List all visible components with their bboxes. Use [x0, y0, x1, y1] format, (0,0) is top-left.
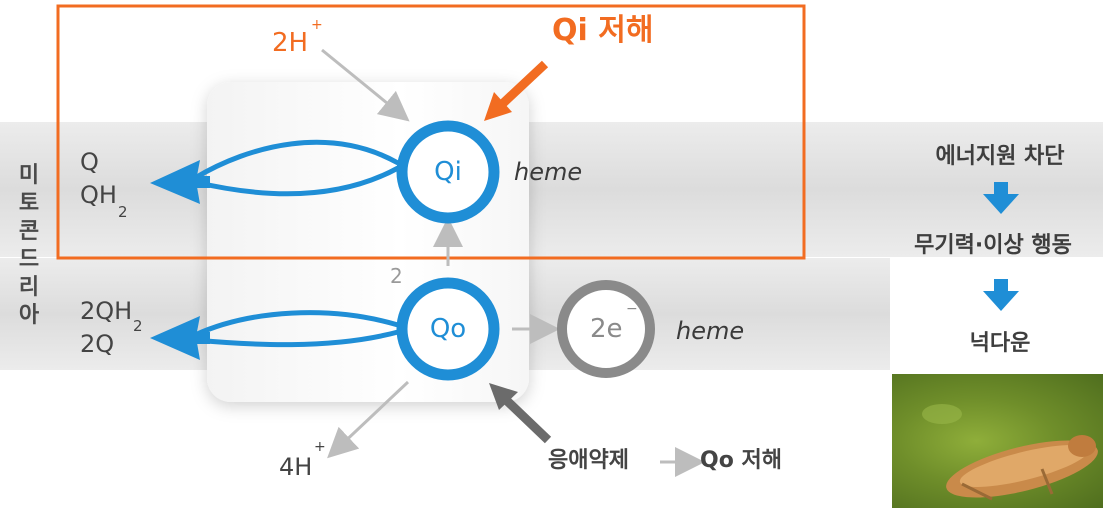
proton-out-sup: + — [314, 439, 326, 455]
qo-inhibitor-arrow — [499, 393, 552, 444]
qi-curve-upper — [193, 139, 400, 181]
output-qh2-sub: 2 — [118, 203, 128, 221]
qo-heme-label: heme — [676, 317, 745, 345]
proton-in-sup: + — [311, 17, 323, 33]
side-label-char: 미 — [18, 163, 40, 188]
qi-curve-lower — [194, 165, 400, 197]
effect-energy-block: 에너지원 차단 — [935, 144, 1065, 169]
side-label-char: 콘 — [18, 219, 40, 244]
qi-inhibition-title: Qi 저해 — [552, 13, 654, 48]
proton-in-label: 2H — [272, 28, 309, 58]
proton-out-arrow — [327, 380, 410, 459]
down-arrow-icon — [983, 182, 1019, 214]
proton-in-arrow — [321, 48, 410, 122]
qi-site-ring — [396, 120, 500, 224]
qo-out-arrow-icon — [150, 316, 200, 360]
output-qh2-label: QH — [80, 181, 117, 209]
qo-inhibitor-arrowhead-icon — [489, 383, 518, 410]
qo-site-ring — [396, 277, 500, 381]
effect-knockdown: 넉다운 — [969, 331, 1031, 356]
qo-inhibition-label: Qo 저해 — [700, 448, 782, 473]
heme-bl-ring — [557, 280, 655, 378]
proton-out-label: 4H — [279, 453, 313, 481]
qo-curve-lower — [194, 329, 399, 348]
down-arrow-icon — [983, 279, 1019, 311]
effect-abnormal-behavior: 무기력·이상 행동 — [914, 233, 1072, 258]
input-2qh2-sub: 2 — [133, 317, 143, 335]
electrons-sup: − — [626, 301, 638, 317]
electrons-label: 2e — [590, 314, 623, 344]
input-2qh2-label: 2QH — [80, 297, 133, 325]
qi-site-label: Qi — [434, 157, 462, 187]
larva-image — [922, 404, 1098, 501]
input-2q-label: 2Q — [80, 330, 115, 358]
qi-heme-label: heme — [514, 158, 583, 186]
side-label-mitochondria: 미 토 콘 드 리 아 — [16, 162, 42, 330]
qi-inhibition-frame — [56, 4, 806, 260]
larva-photo — [892, 374, 1103, 508]
qi-inhibition-arrow — [494, 60, 549, 112]
inhibitor-label: 응애약제 — [548, 448, 629, 473]
qi-out-arrow-shaft — [190, 176, 210, 188]
qi-out-arrow-icon — [150, 160, 200, 204]
side-label-char: 토 — [18, 191, 40, 216]
side-label-char: 리 — [18, 275, 40, 300]
qo-out-arrow-shaft — [190, 332, 210, 344]
transfer-count-label: 2 — [390, 264, 403, 288]
qo-curve-upper — [193, 310, 399, 338]
qi-inhibition-arrowhead-icon — [484, 92, 512, 121]
output-q-label: Q — [80, 148, 99, 176]
qo-site-label: Qo — [429, 314, 467, 344]
side-label-char: 드 — [18, 247, 40, 272]
side-label-char: 아 — [18, 303, 40, 328]
